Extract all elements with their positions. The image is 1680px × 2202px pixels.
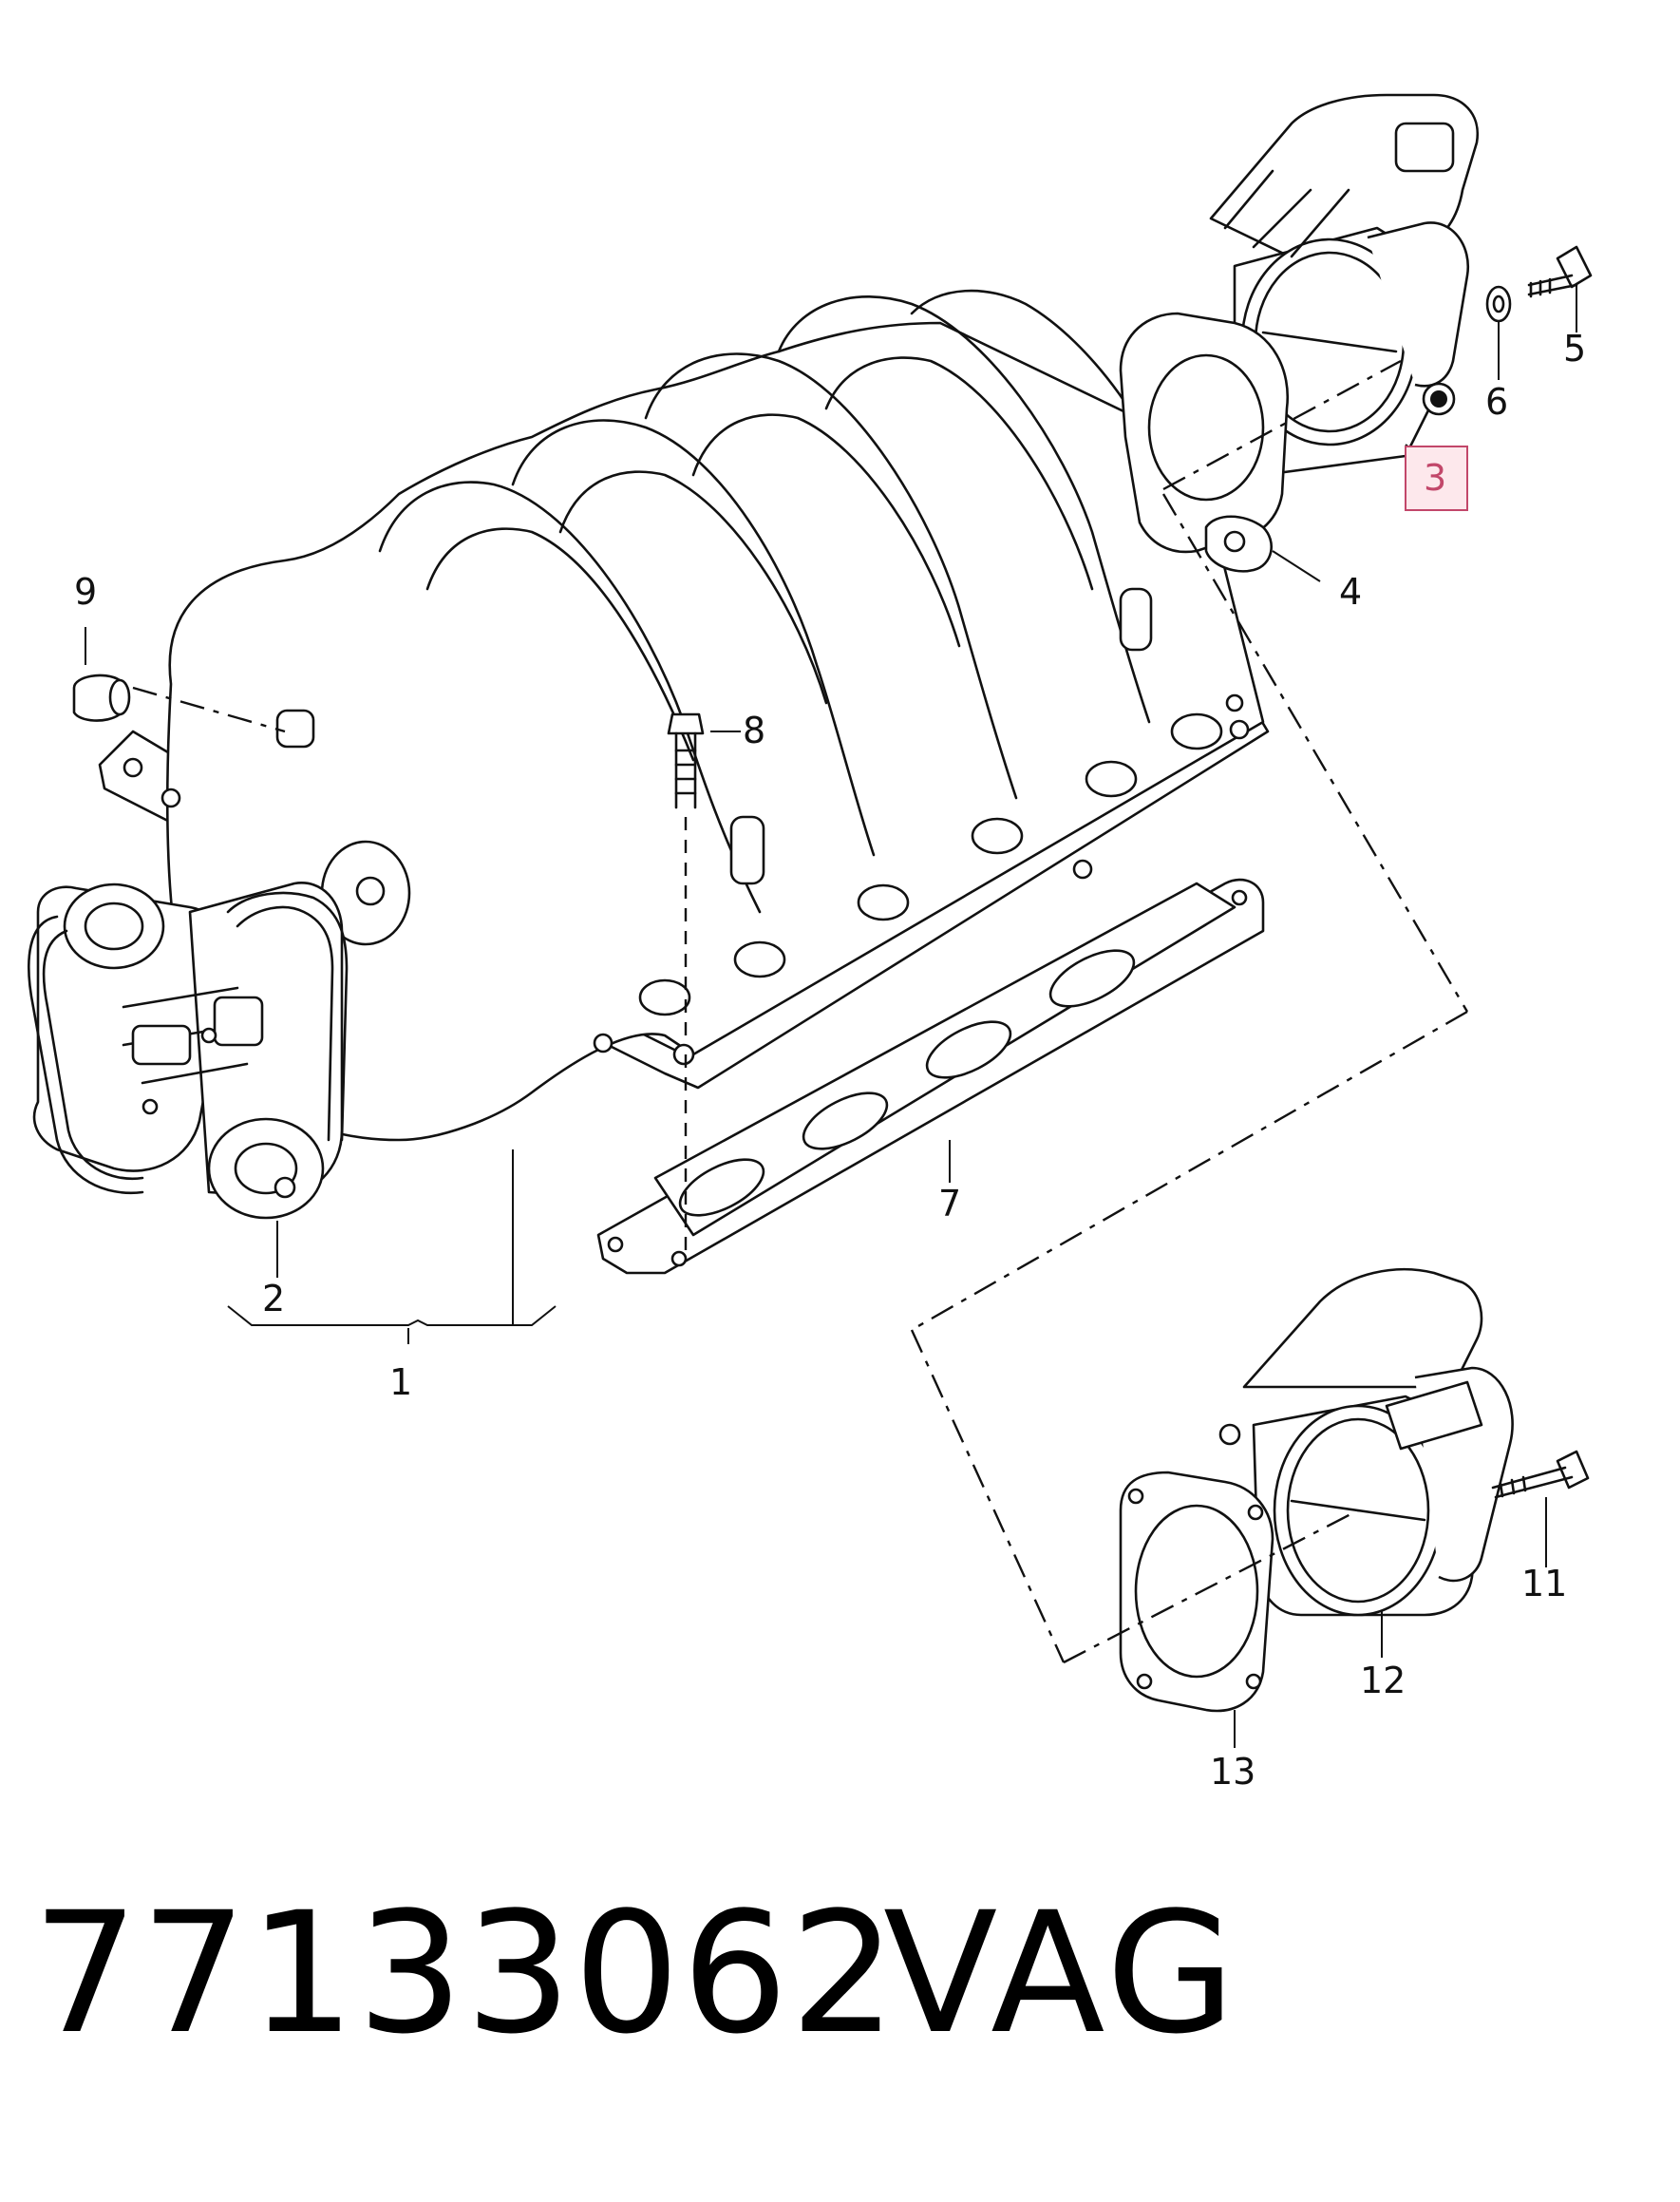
bolt-11 xyxy=(1491,1450,1590,1499)
throttle-gasket xyxy=(1119,312,1290,573)
manifold-gasket xyxy=(596,878,1265,1275)
callout-13: 13 xyxy=(1210,1751,1255,1793)
callout-7: 7 xyxy=(938,1183,961,1224)
callout-11: 11 xyxy=(1521,1563,1567,1604)
callout-5: 5 xyxy=(1563,328,1586,370)
callout-12: 12 xyxy=(1360,1660,1406,1701)
callout-8: 8 xyxy=(743,710,765,751)
leader-lines xyxy=(85,285,1577,1748)
bolt-5 xyxy=(1527,245,1593,298)
callout-2: 2 xyxy=(262,1278,285,1319)
callout-1: 1 xyxy=(389,1361,412,1403)
callout-9: 9 xyxy=(74,571,97,613)
bolt-8 xyxy=(667,712,705,809)
brand-name: VAG xyxy=(883,1876,1239,2071)
vacuum-actuator-assembly xyxy=(28,882,349,1220)
washer-6 xyxy=(1485,285,1512,323)
callout-6: 6 xyxy=(1485,381,1508,423)
highlight-box xyxy=(1405,446,1468,511)
callout-3: 3 xyxy=(1424,457,1446,499)
throttle-gasket-lower xyxy=(1119,1471,1274,1713)
assembly-lines xyxy=(132,359,1469,1664)
callout-4: 4 xyxy=(1339,571,1362,613)
part-number: 77133062 xyxy=(32,1876,898,2071)
plug-9 xyxy=(72,674,131,722)
